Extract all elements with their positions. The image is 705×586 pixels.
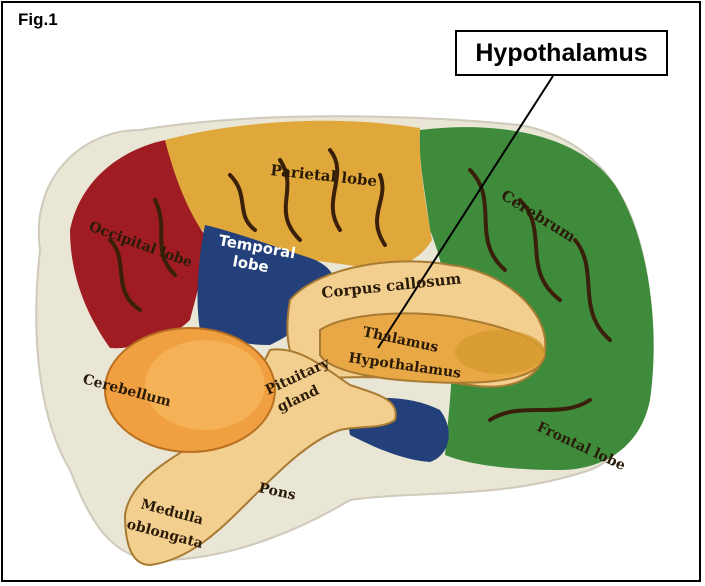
- thalamus-highlight: [455, 330, 545, 374]
- cerebellum-core: [145, 340, 265, 430]
- callout-box: Hypothalamus: [455, 30, 668, 76]
